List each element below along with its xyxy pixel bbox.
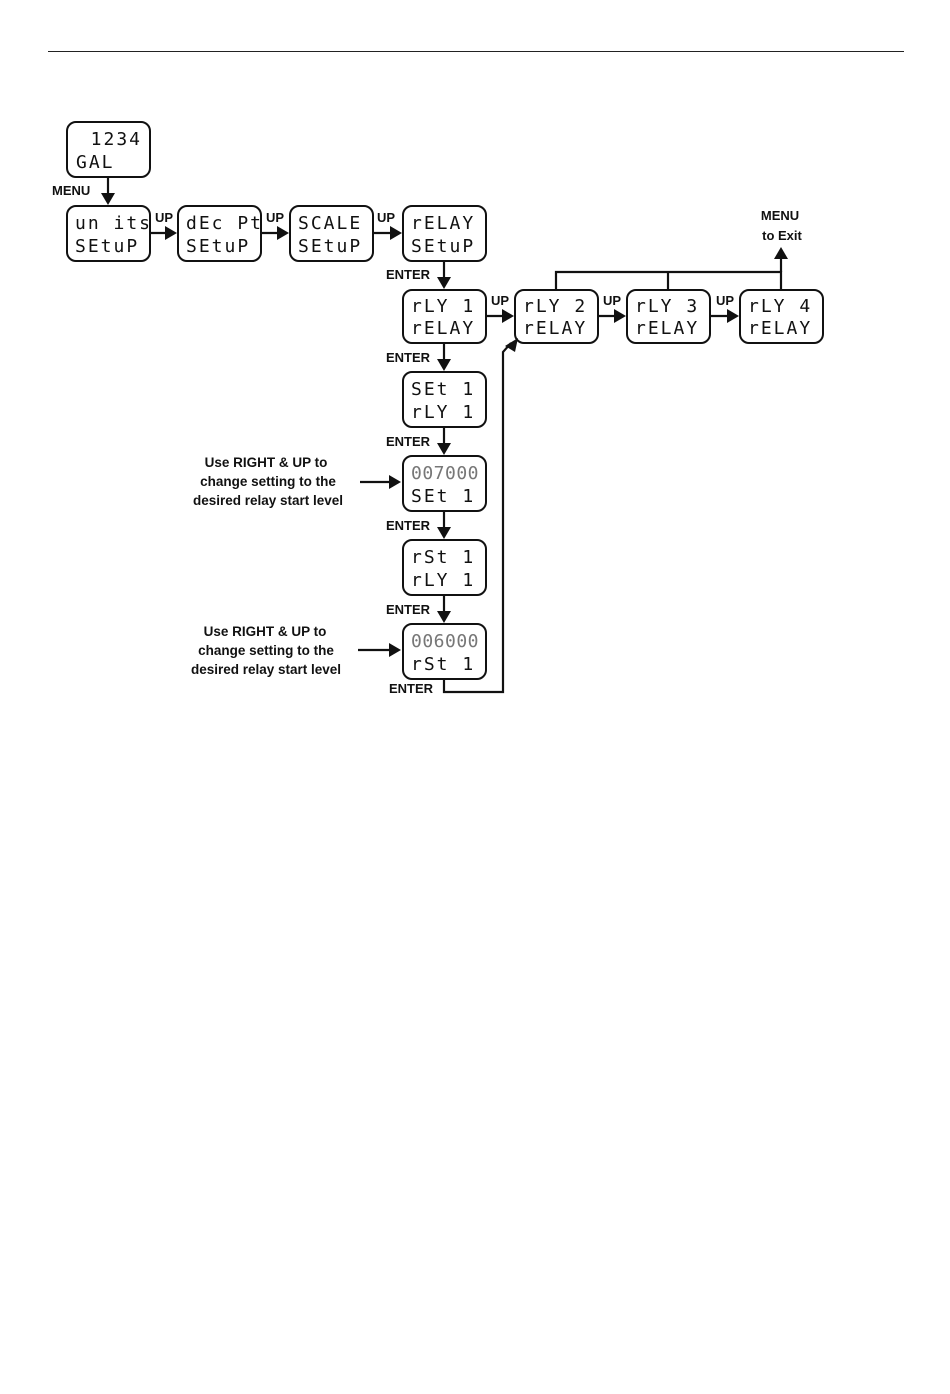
display-rst1-value-line1: 006000 xyxy=(411,631,479,652)
display-decpt-line1: dEc Pt xyxy=(186,213,263,234)
display-relay-setup: rELAY SEtuP xyxy=(402,205,487,262)
display-set1-value-line1: 007000 xyxy=(411,463,479,484)
display-units-setup: un its SEtuP xyxy=(66,205,152,262)
label-enter-4: ENTER xyxy=(386,518,431,533)
display-rly2-line1: rLY 2 xyxy=(523,296,587,317)
display-rst1-value: 006000 rSt 1 xyxy=(402,623,487,680)
display-units-line1: un its xyxy=(75,213,152,234)
display-units-line2: SEtuP xyxy=(75,236,139,257)
arrow-up-1-head xyxy=(165,226,177,240)
label-enter-5: ENTER xyxy=(386,602,431,617)
display-decpt-line2: SEtuP xyxy=(186,236,250,257)
display-home: 1234 GAL xyxy=(66,121,151,178)
arrow-enter-4-head xyxy=(437,527,451,539)
display-rly1: rLY 1 rELAY xyxy=(402,289,487,344)
display-rly4-line2: rELAY xyxy=(748,318,812,339)
note-rst-line1: Use RIGHT & UP to xyxy=(204,624,327,639)
relay-setup-flow-diagram: 1234 GAL un its SEtuP dEc Pt SEtuP SCALE… xyxy=(52,121,824,696)
display-rly3: rLY 3 rELAY xyxy=(626,289,711,344)
header-rule xyxy=(48,51,904,52)
label-up-2: UP xyxy=(266,210,284,225)
label-menu: MENU xyxy=(52,183,90,198)
display-relay-line1: rELAY xyxy=(411,213,475,234)
display-rly4: rLY 4 rELAY xyxy=(739,289,824,344)
label-up-4: UP xyxy=(491,293,509,308)
label-enter-1: ENTER xyxy=(386,267,431,282)
label-enter-2: ENTER xyxy=(386,350,431,365)
arrow-enter-return-head xyxy=(505,338,518,352)
display-rst1-line2: rLY 1 xyxy=(411,570,475,591)
display-decpt-setup: dEc Pt SEtuP xyxy=(177,205,263,262)
label-enter-3: ENTER xyxy=(386,434,431,449)
display-rst1: rSt 1 rLY 1 xyxy=(402,539,487,596)
label-up-1: UP xyxy=(155,210,173,225)
label-enter-6: ENTER xyxy=(389,681,434,696)
display-scale-setup: SCALE SEtuP xyxy=(289,205,374,262)
display-rst1-value-line2: rSt 1 xyxy=(411,654,475,675)
display-set1-value: 007000 SEt 1 xyxy=(402,455,487,512)
note-arrow-2-head xyxy=(389,643,401,657)
display-rly2-line2: rELAY xyxy=(523,318,587,339)
arrow-up-5-head xyxy=(614,309,626,323)
label-menu-exit-line1: MENU xyxy=(761,208,799,223)
arrow-enter-5-head xyxy=(437,611,451,623)
display-rly1-line2: rELAY xyxy=(411,318,475,339)
display-rly2: rLY 2 rELAY xyxy=(514,289,599,344)
note-set-line1: Use RIGHT & UP to xyxy=(205,455,328,470)
display-relay-line2: SEtuP xyxy=(411,236,475,257)
arrow-up-3-head xyxy=(390,226,402,240)
display-rly4-line1: rLY 4 xyxy=(748,296,812,317)
arrow-enter-return xyxy=(442,342,512,694)
note-set-line3: desired relay start level xyxy=(193,493,343,508)
arrow-menu-head xyxy=(101,193,115,205)
note-set-value: Use RIGHT & UP to change setting to the … xyxy=(193,455,343,508)
display-set1-line2: rLY 1 xyxy=(411,402,475,423)
display-rly3-line1: rLY 3 xyxy=(635,296,699,317)
display-scale-line1: SCALE xyxy=(298,213,362,234)
arrow-enter-3-head xyxy=(437,443,451,455)
display-set1-value-line2: SEt 1 xyxy=(411,486,475,507)
label-up-5: UP xyxy=(603,293,621,308)
note-set-line2: change setting to the xyxy=(200,474,336,489)
display-home-line1: 1234 xyxy=(91,129,142,150)
arrow-menu-exit-head xyxy=(774,247,788,259)
arrow-enter-1-head xyxy=(437,277,451,289)
note-rst-line3: desired relay start level xyxy=(191,662,341,677)
arrow-up-2-head xyxy=(277,226,289,240)
display-set1-line1: SEt 1 xyxy=(411,379,475,400)
display-rly3-line2: rELAY xyxy=(635,318,699,339)
label-up-6: UP xyxy=(716,293,734,308)
note-rst-line2: change setting to the xyxy=(198,643,334,658)
arrow-up-4-head xyxy=(502,309,514,323)
label-menu-exit-line2: to Exit xyxy=(762,228,802,243)
note-arrow-1-head xyxy=(389,475,401,489)
arrow-enter-2-head xyxy=(437,359,451,371)
display-rly1-line1: rLY 1 xyxy=(411,296,475,317)
arrow-up-6-head xyxy=(727,309,739,323)
label-up-3: UP xyxy=(377,210,395,225)
note-rst-value: Use RIGHT & UP to change setting to the … xyxy=(191,624,341,677)
display-set1: SEt 1 rLY 1 xyxy=(402,371,487,428)
display-scale-line2: SEtuP xyxy=(298,236,362,257)
display-home-line2: GAL xyxy=(76,152,115,173)
display-rst1-line1: rSt 1 xyxy=(411,547,475,568)
